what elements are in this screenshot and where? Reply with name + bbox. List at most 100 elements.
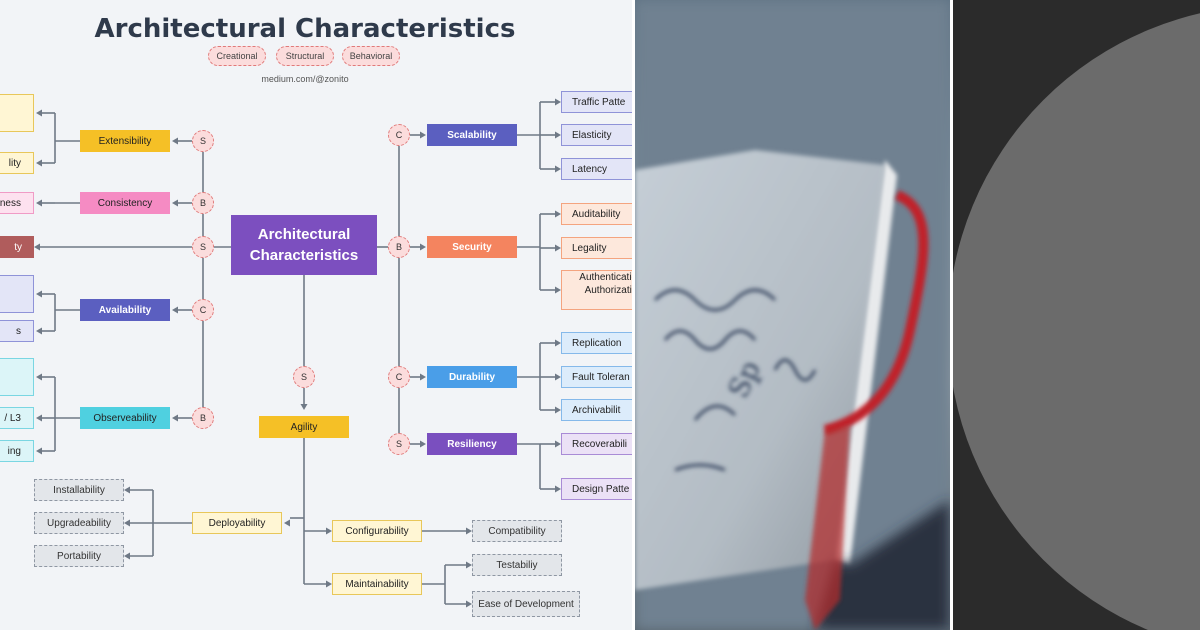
node-observeability: Observeability: [80, 407, 170, 429]
arrow-head: [555, 440, 561, 448]
leaf-upgradeability: Upgradeability: [34, 512, 124, 534]
arrow-head: [420, 440, 426, 448]
node-consistency: Consistency: [80, 192, 170, 214]
leaf-s: s: [0, 320, 34, 342]
node-deployability: Deployability: [192, 512, 282, 534]
arrow-head: [36, 199, 42, 207]
arrow-head: [36, 327, 42, 335]
arrow-head: [466, 600, 472, 608]
node-maintainability: Maintainability: [332, 573, 422, 595]
leaf-portability: Portability: [34, 545, 124, 567]
arrow-head: [555, 244, 561, 252]
leaf-traffic-patte: Traffic Patte: [561, 91, 632, 113]
notebook-photo-art: Sp: [635, 0, 950, 630]
arrow-head: [36, 447, 42, 455]
source-credit: medium.com/@zonito: [261, 74, 349, 84]
arrow-head: [555, 406, 561, 414]
badge-resiliency: S: [388, 433, 410, 455]
arrow-head: [36, 290, 42, 298]
arrow-head: [466, 561, 472, 569]
legend-structural: Structural: [276, 46, 334, 66]
arrow-head: [555, 165, 561, 173]
arrow-head: [124, 519, 130, 527]
arrow-head: [36, 109, 42, 117]
notebook-photo: Sp: [635, 0, 950, 630]
node-configurability: Configurability: [332, 520, 422, 542]
leaf-compatibility: Compatibility: [472, 520, 562, 542]
arrow-head: [555, 210, 561, 218]
leaf-authentication-authorizatio: AuthenticationAuthorizatio: [561, 270, 632, 310]
arrow-head: [172, 306, 178, 314]
arrow-head: [326, 580, 332, 588]
badge-scalability: C: [388, 124, 410, 146]
leaf-design-patte: Design Patte: [561, 478, 632, 500]
badge-agility: S: [293, 366, 315, 388]
leaf-legality: Legality: [561, 237, 632, 259]
arrow-head: [420, 373, 426, 381]
leaf-recoverabili: Recoverabili: [561, 433, 632, 455]
node-security: Security: [427, 236, 517, 258]
node-agility: Agility: [259, 416, 349, 438]
arrow-head: [36, 414, 42, 422]
node-durability: Durability: [427, 366, 517, 388]
arrow-head: [34, 243, 40, 251]
arrow-head: [300, 404, 308, 410]
leaf-archivabilit: Archivabilit: [561, 399, 632, 421]
arrow-head: [420, 243, 426, 251]
node-resiliency: Resiliency: [427, 433, 517, 455]
arrow-head: [326, 527, 332, 535]
arrow-head: [124, 552, 130, 560]
arrow-head: [555, 485, 561, 493]
node-scalability: Scalability: [427, 124, 517, 146]
leaf-ty: ty: [0, 236, 34, 258]
leaf-s-ring: s &ring: [0, 358, 34, 396]
badge-availability: C: [192, 299, 214, 321]
badge-security: B: [388, 236, 410, 258]
badge-observeability: B: [192, 407, 214, 429]
connector-lines: [34, 98, 561, 608]
leaf-ent-s: ents: [0, 275, 34, 313]
badge-extensibility: S: [192, 130, 214, 152]
arrow-head: [36, 373, 42, 381]
architecture-mindmap: Architectural Characteristics Creational…: [0, 14, 632, 617]
legend-behavioral: Behavioral: [342, 46, 400, 66]
leaf-ing: ing: [0, 440, 34, 462]
leaf-fault-toleran: Fault Toleran: [561, 366, 632, 388]
disc-panel: [953, 0, 1200, 630]
arrow-head: [420, 131, 426, 139]
badge-row-2: S: [192, 236, 214, 258]
arrow-head: [555, 286, 561, 294]
leaf-r-lity: r /lity: [0, 94, 34, 132]
badge-consistency: B: [192, 192, 214, 214]
leaf-latency: Latency: [561, 158, 632, 180]
leaf-replication: Replication: [561, 332, 632, 354]
disc-shape: [953, 13, 1200, 630]
arrow-head: [172, 414, 178, 422]
arrow-head: [555, 373, 561, 381]
leaf-testabiliy: Testabiliy: [472, 554, 562, 576]
legend-creational: Creational: [208, 46, 266, 66]
disc-graphic: [953, 13, 1200, 630]
node-availability: Availability: [80, 299, 170, 321]
panel-divider-2: [950, 0, 953, 630]
arrow-head: [284, 519, 290, 527]
leaf-ease-of-development: Ease of Development: [472, 591, 580, 617]
arrow-head: [124, 486, 130, 494]
arrow-head: [172, 199, 178, 207]
leaf-installability: Installability: [34, 479, 124, 501]
arrow-head: [466, 527, 472, 535]
leaf-lity: lity: [0, 152, 34, 174]
leaf-elasticity: Elasticity: [561, 124, 632, 146]
leaf-ness: ness: [0, 192, 34, 214]
arrow-head: [555, 98, 561, 106]
arrow-head: [555, 339, 561, 347]
arrow-head: [555, 131, 561, 139]
arrow-head: [36, 159, 42, 167]
panel-divider: [632, 0, 635, 630]
diagram-title: Architectural Characteristics: [94, 14, 516, 44]
leaf-l3: / L3: [0, 407, 34, 429]
leaf-auditability: Auditability: [561, 203, 632, 225]
arrow-head: [172, 137, 178, 145]
badge-durability: C: [388, 366, 410, 388]
